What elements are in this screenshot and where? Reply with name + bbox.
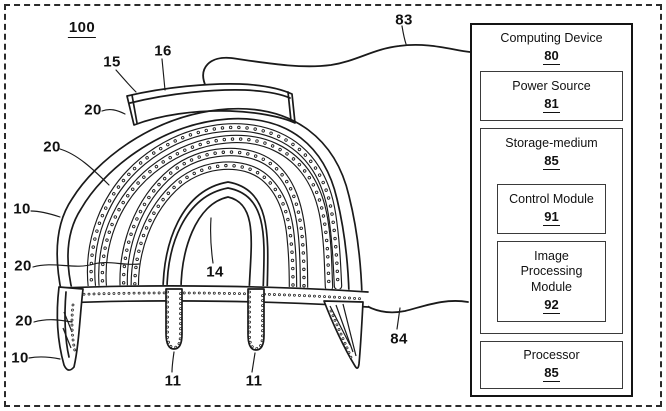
power-source-title: Power Source: [512, 78, 591, 93]
base-band: [59, 284, 369, 308]
ref-label-84: 84: [390, 330, 408, 348]
ref-label-16: 16: [154, 42, 172, 60]
ref-label-20: 20: [43, 138, 61, 156]
ref-label-20: 20: [15, 312, 33, 330]
control-module-box: Control Module 91: [497, 184, 606, 234]
ref-label-20: 20: [14, 257, 32, 275]
tongue-arch: [162, 181, 269, 299]
left-wing: [56, 286, 84, 371]
ref-label-14: 14: [206, 263, 224, 281]
led-strip-inner: [119, 147, 309, 297]
ref-label-20: 20: [84, 101, 102, 119]
control-module-title: Control Module: [509, 191, 594, 206]
storage-medium-box: Storage-medium 85 Control Module 91 Imag…: [480, 128, 623, 334]
ref-label-10: 10: [11, 349, 29, 367]
computing-device-number: 80: [543, 48, 560, 66]
power-source-number: 81: [543, 96, 560, 114]
posts: [165, 288, 265, 351]
processor-box: Processor 85: [480, 341, 623, 389]
right-wing: [323, 300, 364, 369]
ref-label-83: 83: [395, 11, 413, 29]
bite-plate: [126, 83, 296, 126]
leader-lines: [28, 25, 407, 373]
storage-medium-title: Storage-medium: [505, 136, 598, 150]
computing-device-header: Computing Device 80: [472, 25, 631, 66]
ref-label-15: 15: [103, 53, 121, 71]
ref-label-10: 10: [13, 200, 31, 218]
processor-number: 85: [543, 365, 560, 383]
ref-label-100: 100: [67, 19, 97, 38]
computing-device-box: Computing Device 80 Power Source 81 Stor…: [470, 23, 633, 397]
image-processing-module-title: Image Processing Module: [520, 248, 583, 295]
image-processing-module-box: Image Processing Module 92: [497, 241, 606, 322]
wire-84: [361, 300, 469, 314]
connection-wires: [202, 44, 471, 314]
wire-83: [202, 44, 471, 88]
computing-device-title: Computing Device: [500, 31, 603, 45]
power-source-box: Power Source 81: [480, 71, 623, 121]
ref-label-11: 11: [164, 372, 182, 390]
image-processing-module-number: 92: [543, 297, 560, 315]
led-strip-outer: [86, 123, 343, 294]
tray-shell: [56, 107, 363, 297]
processor-title: Processor: [523, 347, 580, 362]
storage-medium-number: 85: [543, 153, 560, 171]
control-module-number: 91: [543, 209, 560, 227]
ref-label-11: 11: [245, 372, 263, 390]
